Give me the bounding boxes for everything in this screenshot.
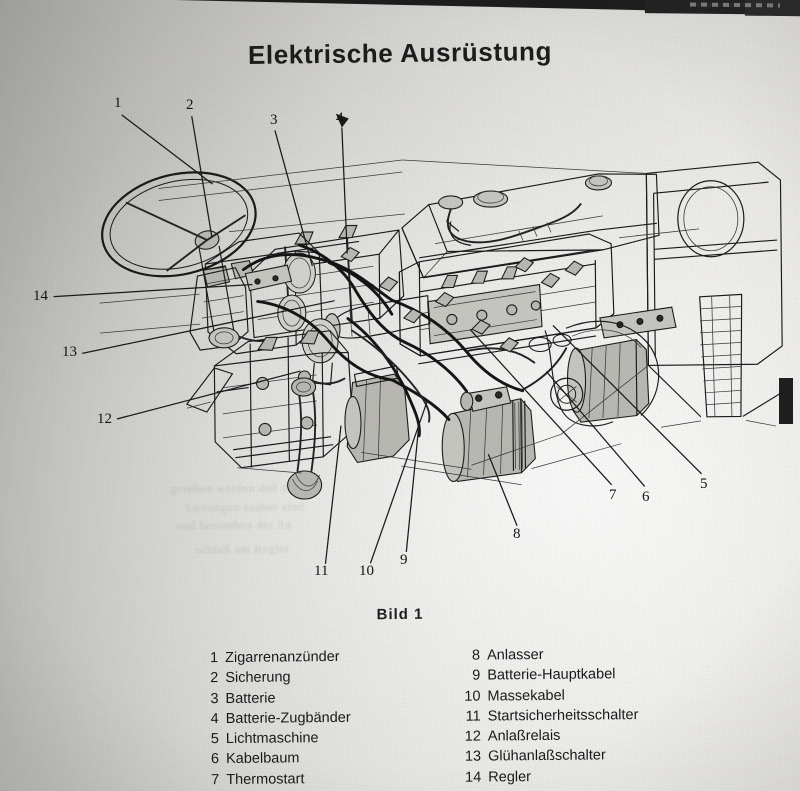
legend-number: 4: [210, 710, 219, 728]
legend-label: Zigarrenanzünder: [225, 648, 340, 667]
callout-8: 8: [513, 526, 521, 542]
voltage-regulator: [244, 264, 293, 292]
legend-item: 3 Batterie: [196, 687, 350, 709]
callout-5: 5: [700, 476, 708, 492]
legend-number: 2: [210, 670, 219, 687]
legend-item: 8 Anlasser: [458, 644, 638, 666]
callout-9: 9: [400, 552, 408, 568]
engine-hood: [401, 173, 660, 279]
legend-item: 11 Startsicherheitsschalter: [459, 705, 639, 727]
callout-1: 1: [114, 95, 122, 111]
legend-label: Anlasser: [487, 646, 544, 664]
legend-number: 7: [211, 771, 220, 788]
legend-label: Batterie-Zugbänder: [225, 709, 351, 727]
callout-4: 4: [336, 110, 344, 126]
legend-number: 13: [464, 749, 482, 766]
legend-label: Thermostart: [226, 771, 305, 788]
legend-label: Lichtmaschine: [225, 730, 319, 748]
legend-number: 12: [464, 728, 481, 745]
legend-item: 9 Batterie-Hauptkabel: [458, 664, 638, 686]
legend-item: 10 Massekabel: [458, 685, 638, 707]
callout-6: 6: [642, 489, 650, 505]
legend-item: 13 Glühanlaßschalter: [459, 746, 639, 768]
legend-number: 6: [210, 751, 220, 768]
callout-12: 12: [97, 411, 112, 427]
construction-lines: [99, 159, 699, 409]
legend-column-left: 1 Zigarrenanzünder 2 Sicherung 3 Batterie 4…: [196, 647, 351, 791]
legend-number: 5: [210, 731, 219, 748]
legend-number: 3: [210, 690, 219, 707]
callout-13: 13: [62, 344, 77, 360]
tractor-body-right: [645, 161, 783, 428]
legend-item: 12 Anlaßrelais: [459, 725, 639, 747]
steering-wheel: [101, 171, 257, 349]
legend-label: Sicherung: [225, 669, 291, 687]
gear-shift-lever: [287, 377, 323, 500]
legend-number: 10: [464, 688, 481, 705]
legend-column-right: 8 Anlasser 9 Batterie-Hauptkabel 10 Masseka…: [458, 644, 639, 788]
legend-number: 8: [471, 647, 481, 664]
oil-filter-canister: [344, 365, 410, 464]
legend-item: 4 Batterie-Zugbänder: [197, 708, 351, 730]
right-edge-mark: [779, 378, 793, 424]
legend-label: Glühanlaßschalter: [487, 747, 606, 765]
legend-label: Regler: [488, 768, 532, 786]
callout-11: 11: [314, 563, 329, 579]
legend-number: 14: [465, 769, 482, 786]
legend-number: 9: [472, 667, 481, 684]
generator-dynamo: [544, 306, 677, 427]
callout-14: 14: [33, 288, 48, 304]
legend-item: 2 Sicherung: [196, 667, 350, 689]
legend-item: 6 Kabelbaum: [197, 748, 351, 770]
wiring-harness: [241, 243, 585, 438]
legend-item: 5 Lichtmaschine: [197, 728, 351, 750]
legend-item: 1 Zigarrenanzünder: [196, 647, 350, 669]
legend-item: 7 Thermostart: [197, 769, 351, 791]
pedal-linkage: [185, 367, 334, 459]
lower-frame: [237, 365, 649, 486]
engine-block: [398, 233, 615, 365]
legend-label: Batterie: [225, 690, 276, 707]
legend-label: Startsicherheitsschalter: [487, 706, 639, 725]
callout-10: 10: [359, 563, 374, 579]
legend-label: Kabelbaum: [226, 750, 300, 768]
legend-label: Anlaßrelais: [487, 727, 561, 745]
legend-number: 1: [209, 650, 219, 667]
starter-motor: [441, 386, 536, 482]
callout-7: 7: [609, 487, 617, 503]
radiator-hose: [446, 203, 582, 246]
legend-label: Batterie-Hauptkabel: [487, 666, 616, 684]
callout-3: 3: [270, 112, 278, 128]
legend-item: 14 Regler: [459, 766, 639, 788]
legend-label: Massekabel: [487, 687, 565, 705]
callout-leader-lines: [53, 113, 702, 564]
callout-2: 2: [186, 97, 194, 113]
legend-number: 11: [465, 708, 481, 725]
